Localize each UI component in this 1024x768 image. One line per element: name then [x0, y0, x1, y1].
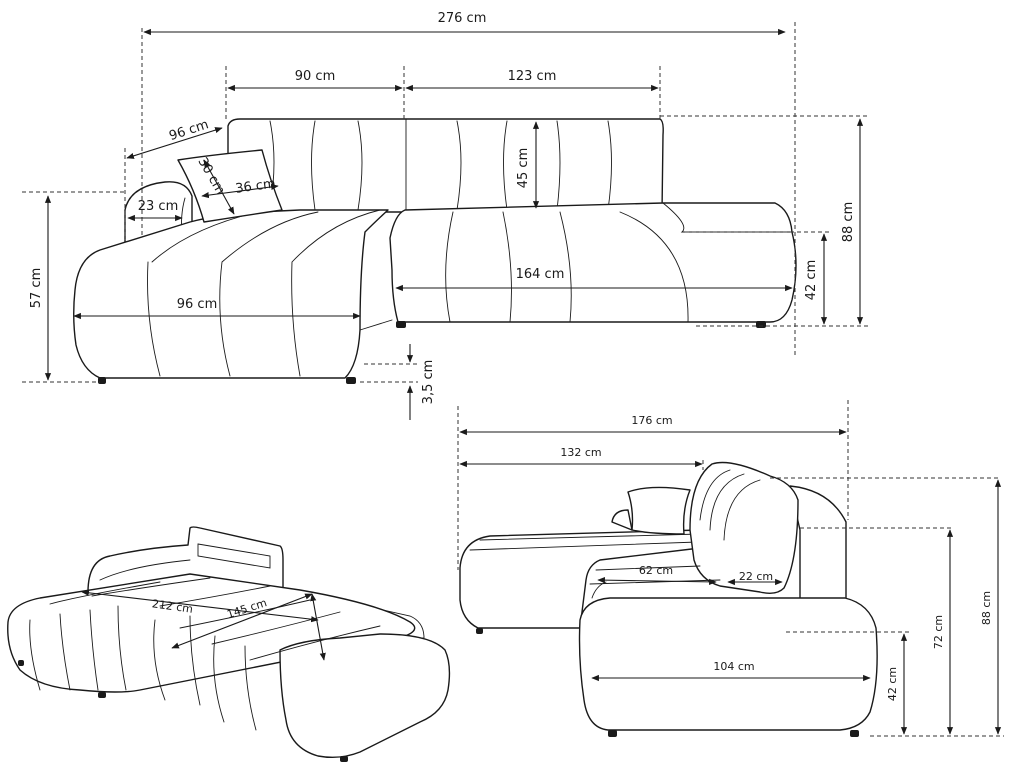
front-view: 276 cm 90 cm 123 cm 96 cm 23 cm 30 cm 36…: [22, 11, 868, 420]
backrest-cushion: [227, 118, 664, 213]
dim-side-total-height: 88 cm: [980, 591, 993, 625]
sofa-leg: [396, 321, 406, 328]
side-view: 176 cm 132 cm 62 cm 22 cm 104 cm 42 cm 7…: [457, 400, 1004, 737]
dim-total-height: 88 cm: [841, 202, 856, 243]
dim-backrest-height: 45 cm: [516, 148, 531, 189]
dim-chaise-width: 96 cm: [177, 297, 218, 312]
seat-right: [389, 202, 797, 323]
sofa-leg: [98, 377, 106, 384]
dim-back-left: 90 cm: [295, 69, 336, 84]
dim-pillow-width: 36 cm: [234, 176, 276, 196]
dim-depth-132: 132 cm: [560, 446, 601, 459]
dim-chaise-length: 104 cm: [713, 660, 754, 673]
dim-seat-width: 164 cm: [516, 267, 565, 282]
chaise-left: [73, 209, 389, 379]
sofa-leg: [346, 377, 356, 384]
dim-back-right: 123 cm: [508, 69, 557, 84]
bed-pullout: [279, 633, 451, 759]
dim-back-thickness: 22 cm: [739, 570, 773, 583]
side-backrest: [689, 461, 799, 595]
dim-overall-depth: 176 cm: [631, 414, 672, 427]
dim-seat-height: 42 cm: [804, 260, 819, 301]
dim-bed-length: 212 cm: [151, 597, 194, 616]
dim-chaise-depth: 96 cm: [167, 117, 210, 144]
sofa-leg: [756, 321, 766, 328]
dim-chaise-height: 57 cm: [29, 268, 44, 309]
side-pillow: [627, 486, 691, 535]
side-chaise: [578, 597, 878, 731]
dim-arm-height: 72 cm: [932, 615, 945, 649]
dim-armrest-width: 23 cm: [138, 199, 179, 214]
dim-leg-height: 3,5 cm: [421, 360, 436, 405]
side-left-seat: [459, 529, 701, 629]
bed-back: [87, 526, 284, 593]
dim-seat-depth: 62 cm: [639, 564, 673, 577]
dim-overall-width: 276 cm: [438, 11, 487, 26]
dim-side-seat-height: 42 cm: [886, 667, 899, 701]
bed-view: 212 cm 145 cm: [7, 526, 451, 762]
